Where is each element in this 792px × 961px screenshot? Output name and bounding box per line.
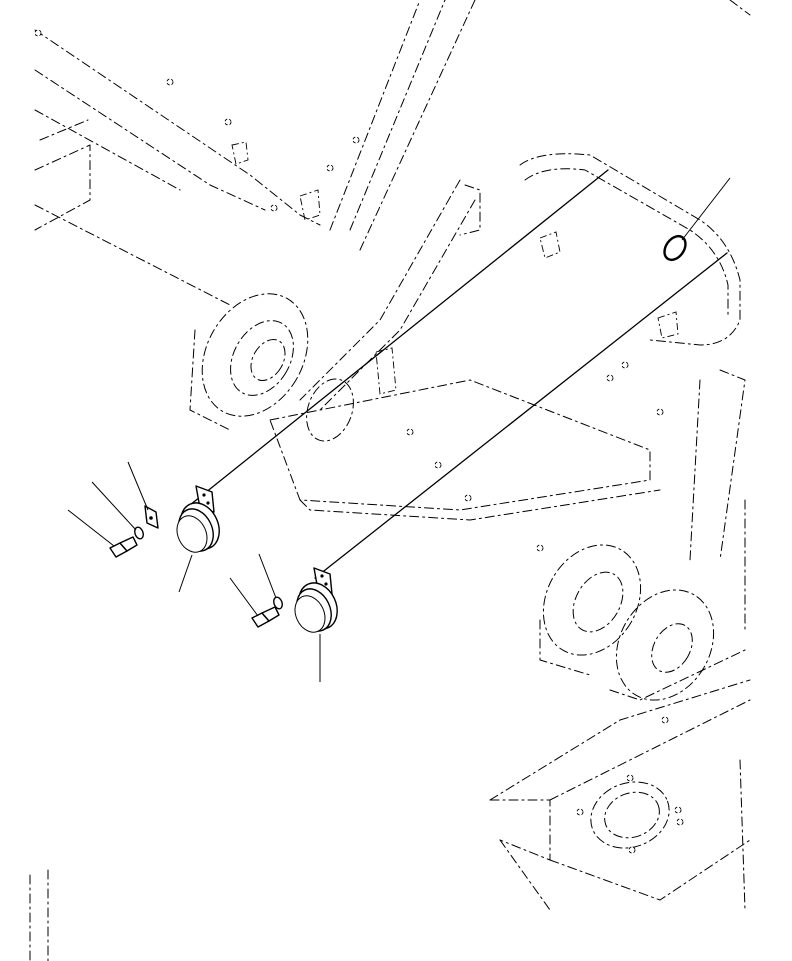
grommet <box>663 234 687 262</box>
horn-left <box>176 485 220 553</box>
lock-washer-left <box>134 526 144 540</box>
horn-right <box>294 567 338 633</box>
install-lines <box>189 169 728 579</box>
frame-holes <box>34 29 684 854</box>
machine-frame-outline <box>29 0 751 961</box>
bracket-plate <box>144 505 159 529</box>
frame-fittings <box>231 141 679 395</box>
bolt-right <box>251 606 280 628</box>
leader-lines <box>67 177 731 682</box>
bolt-left <box>109 536 138 558</box>
